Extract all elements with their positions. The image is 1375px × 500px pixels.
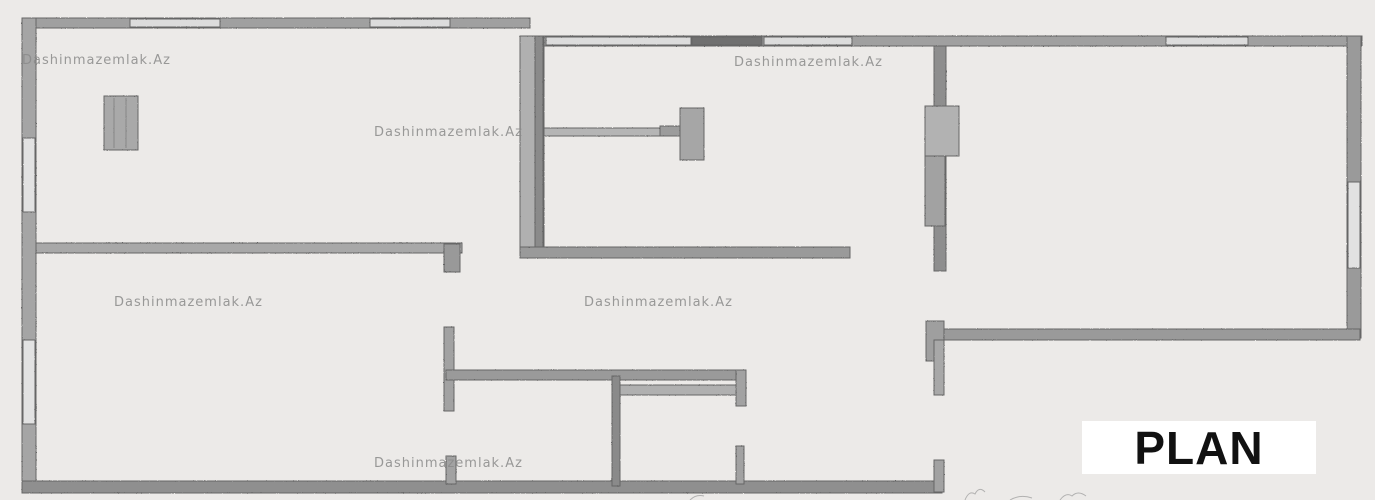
wall-interior	[519, 246, 851, 259]
plan-title-box: PLAN	[1082, 421, 1316, 474]
wall-stub	[445, 455, 457, 485]
outer-wall-bottom	[21, 480, 943, 494]
outer-wall-top-left	[21, 17, 531, 29]
wall-stub	[679, 107, 705, 161]
cabinet	[103, 95, 139, 151]
wall-stub	[933, 459, 945, 493]
watermark-text: Dashinmazemlak.Az	[374, 125, 523, 140]
window	[369, 18, 451, 28]
wall-stub	[443, 243, 461, 273]
window-dark	[691, 36, 763, 46]
window	[763, 36, 853, 46]
window	[545, 36, 692, 46]
window	[1347, 181, 1361, 269]
window	[129, 18, 221, 28]
wall-stub	[924, 155, 946, 227]
wall-stub	[735, 369, 747, 407]
wall-interior	[534, 35, 544, 255]
pencil-marks	[689, 488, 1087, 500]
wall-interior	[35, 242, 463, 254]
watermark-text: Dashinmazemlak.Az	[22, 53, 171, 68]
plan-title: PLAN	[1134, 421, 1264, 474]
wall-interior	[443, 326, 455, 412]
wall-lower-right	[939, 328, 1361, 341]
window	[22, 137, 36, 213]
wall-interior	[613, 384, 743, 396]
watermark-text: Dashinmazemlak.Az	[114, 295, 263, 310]
watermark-text: Dashinmazemlak.Az	[734, 55, 883, 70]
window	[1165, 36, 1249, 46]
wall-stub	[924, 105, 960, 157]
wall-interior	[445, 369, 743, 381]
watermark-text: Dashinmazemlak.Az	[374, 456, 523, 471]
wall-stub	[735, 445, 745, 485]
wall-interior	[933, 339, 945, 396]
window	[22, 339, 36, 425]
wall-interior	[611, 375, 621, 487]
watermark-text: Dashinmazemlak.Az	[584, 295, 733, 310]
